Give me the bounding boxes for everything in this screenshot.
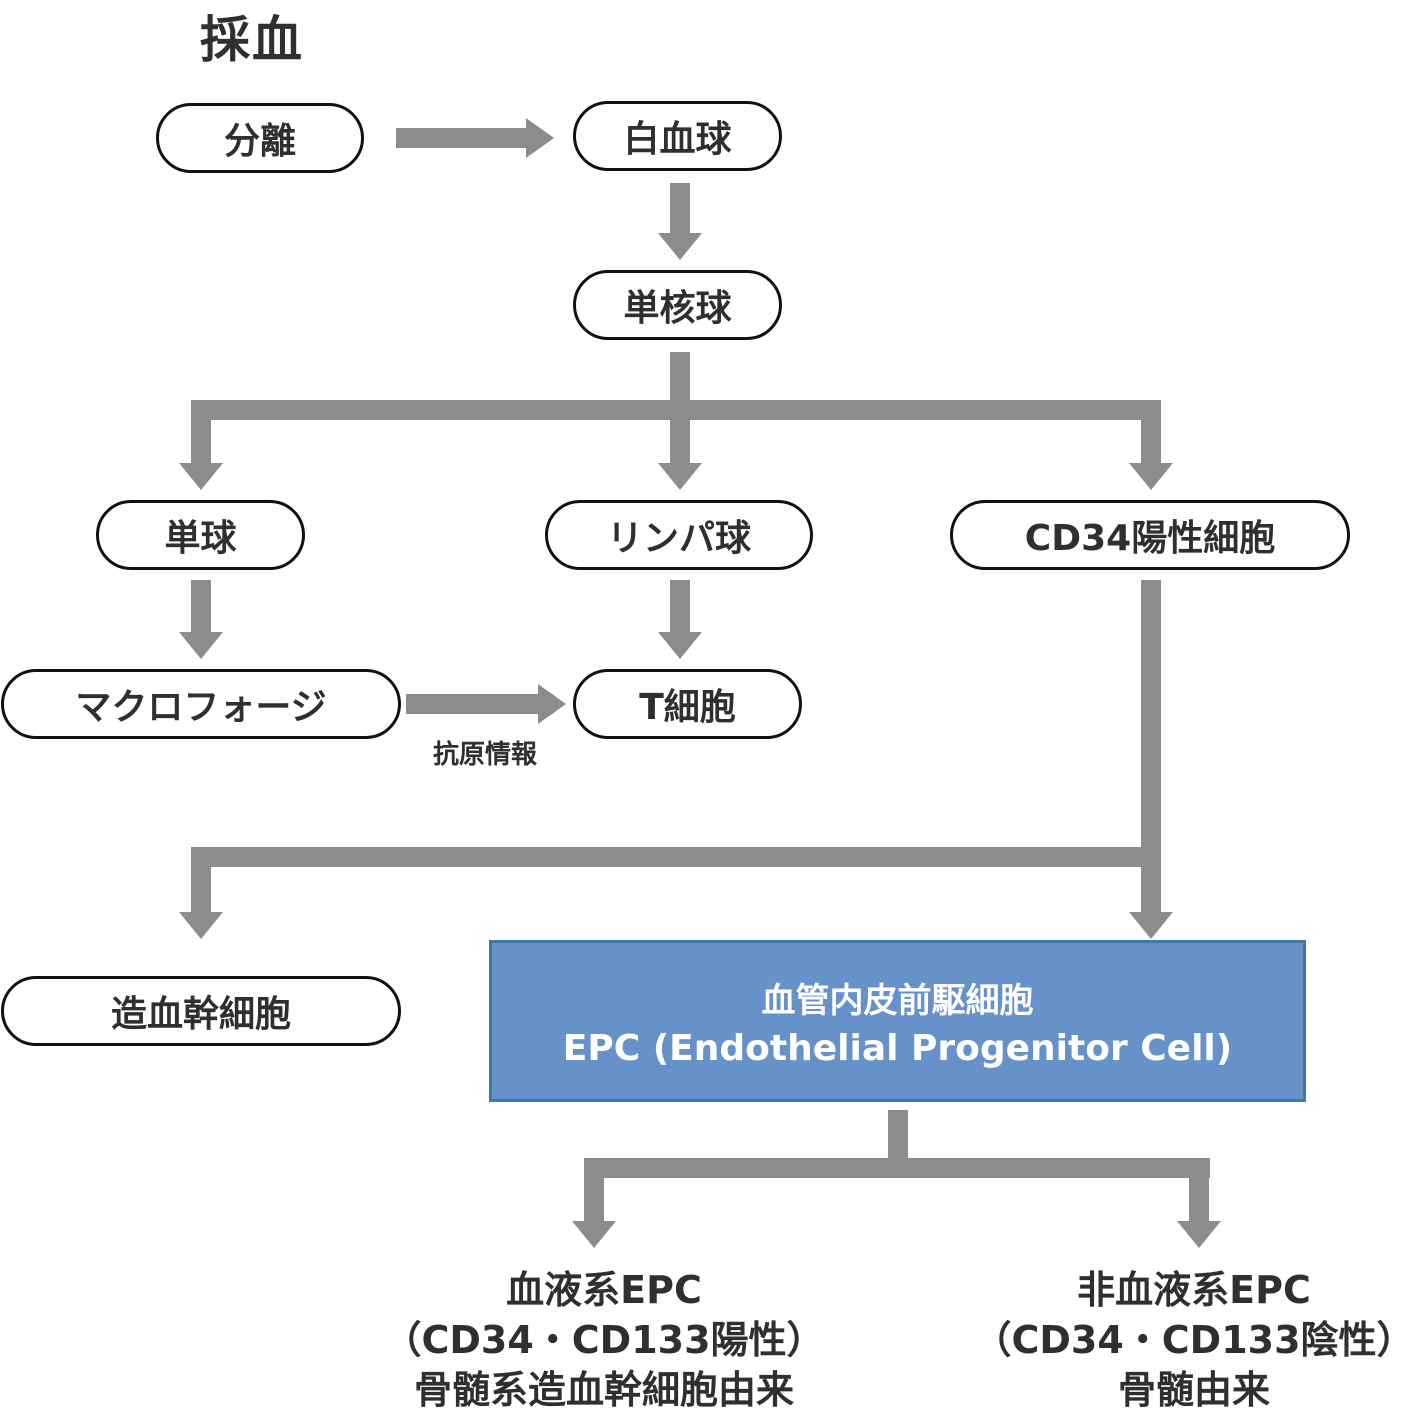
arrow-leukocyte-to-mononuclear [658, 183, 702, 260]
node-lymphocyte: リンパ球 [545, 500, 813, 570]
node-monocyte: 単球 [96, 500, 305, 570]
result-hematopoietic-origin: 骨髄系造血幹細胞由来 [413, 1368, 794, 1412]
arrow-cd34-branch [179, 580, 1173, 939]
result-non-hematopoietic-markers: （CD34・CD133陰性） [973, 1318, 1415, 1362]
node-separation: 分離 [156, 103, 364, 173]
arrow-mononuclear-branch [179, 352, 1173, 490]
arrow-epc-branch [572, 1110, 1221, 1248]
node-t-cell: T細胞 [573, 669, 802, 739]
result-non-hematopoietic-epc: 非血液系EPC （CD34・CD133陰性） 骨髄由来 [964, 1265, 1424, 1415]
epc-title-ja: 血管内皮前駆細胞 [761, 981, 1034, 1021]
result-non-hematopoietic-name: 非血液系EPC [1077, 1268, 1311, 1312]
arrow-monocyte-to-macrophage [179, 580, 223, 659]
node-cd34-positive: CD34陽性細胞 [950, 500, 1350, 570]
node-leukocyte: 白血球 [573, 101, 782, 171]
result-hematopoietic-markers: （CD34・CD133陽性） [383, 1318, 825, 1362]
result-hematopoietic-name: 血液系EPC [506, 1268, 702, 1312]
result-non-hematopoietic-origin: 骨髄由来 [1117, 1368, 1270, 1412]
arrow-macrophage-to-tcell [406, 684, 566, 724]
epc-title-en: EPC (Endothelial Progenitor Cell) [562, 1028, 1233, 1069]
page-title: 採血 [200, 11, 304, 69]
node-hsc: 造血幹細胞 [1, 976, 401, 1046]
node-mononuclear: 単核球 [573, 270, 782, 340]
arrow-lymphocyte-to-tcell [658, 580, 702, 659]
epc-box: 血管内皮前駆細胞 EPC (Endothelial Progenitor Cel… [489, 940, 1306, 1102]
antigen-label: 抗原情報 [432, 740, 537, 770]
arrow-separation-to-leukocyte [396, 118, 554, 158]
node-macrophage: マクロフォージ [1, 669, 401, 739]
result-hematopoietic-epc: 血液系EPC （CD34・CD133陽性） 骨髄系造血幹細胞由来 [364, 1265, 844, 1415]
